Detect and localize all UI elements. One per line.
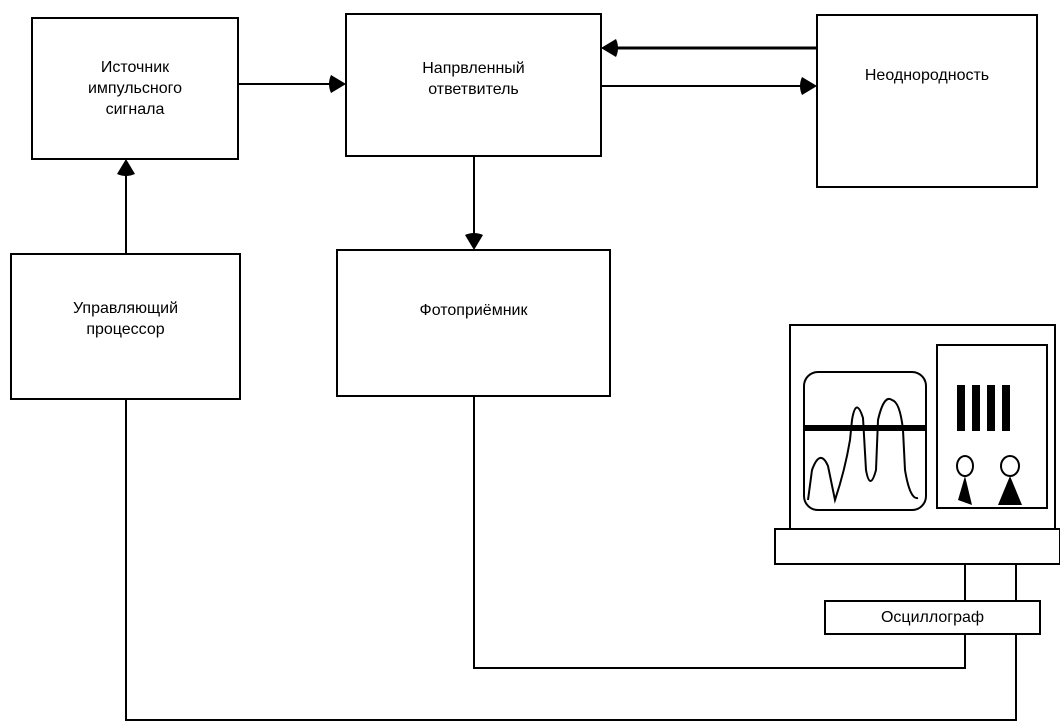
coupler-to-photodetector-arrowhead — [465, 233, 483, 250]
source-to-coupler-arrowhead — [329, 75, 346, 93]
oscilloscope-knob-1-base — [958, 476, 972, 505]
oscilloscope-bar-2 — [972, 385, 980, 431]
oscilloscope-label: Осциллограф — [825, 601, 1040, 634]
inhomogeneity-label: Неоднородность — [817, 15, 1037, 135]
oscilloscope-knob-1 — [956, 455, 974, 477]
oscilloscope-drawing — [774, 324, 1060, 635]
oscilloscope-bar-4 — [1002, 385, 1010, 431]
pulse-source-line-3: сигнала — [105, 101, 165, 118]
photodetector-to-oscilloscope-line — [473, 396, 966, 669]
oscilloscope-bar-3 — [987, 385, 995, 431]
pulse-source-label: Источник импульсного сигнала — [32, 18, 238, 159]
control-processor-line-2: процессор — [86, 321, 165, 338]
oscilloscope-knob-2-base — [998, 476, 1022, 505]
oscilloscope-text: Осциллограф — [880, 609, 985, 626]
oscilloscope-waveform — [807, 398, 919, 504]
oscilloscope-knob-2 — [1000, 455, 1020, 477]
inhomogeneity-text: Неоднородность — [864, 66, 990, 84]
coupler-to-inhomogeneity-arrowhead — [800, 77, 817, 95]
pulse-source-line-1: Источник — [100, 59, 170, 76]
photodetector-box — [336, 249, 611, 397]
pulse-source-line-2: импульсного — [87, 80, 183, 97]
directional-coupler-line-2: ответвитель — [428, 81, 519, 98]
oscilloscope-bar-1 — [957, 385, 965, 431]
oscilloscope-label-plate — [824, 600, 1041, 635]
control-processor-label: Управляющий процессор — [11, 254, 240, 384]
processor-to-source-arrowhead — [117, 159, 135, 176]
inhomogeneity-to-coupler-arrowhead — [601, 39, 618, 57]
photodetector-label: Фотоприёмник — [337, 250, 610, 370]
oscilloscope-stand-top — [774, 528, 1060, 565]
photodetector-text: Фотоприёмник — [419, 301, 528, 319]
control-processor-box — [10, 253, 241, 400]
directional-coupler-label: Напрвленный ответвитель — [346, 14, 601, 156]
directional-coupler-line-1: Напрвленный — [422, 60, 525, 77]
control-processor-line-1: Управляющий — [72, 300, 179, 317]
pulse-source-box — [31, 17, 239, 160]
directional-coupler-box — [345, 13, 602, 157]
inhomogeneity-box — [816, 14, 1038, 188]
